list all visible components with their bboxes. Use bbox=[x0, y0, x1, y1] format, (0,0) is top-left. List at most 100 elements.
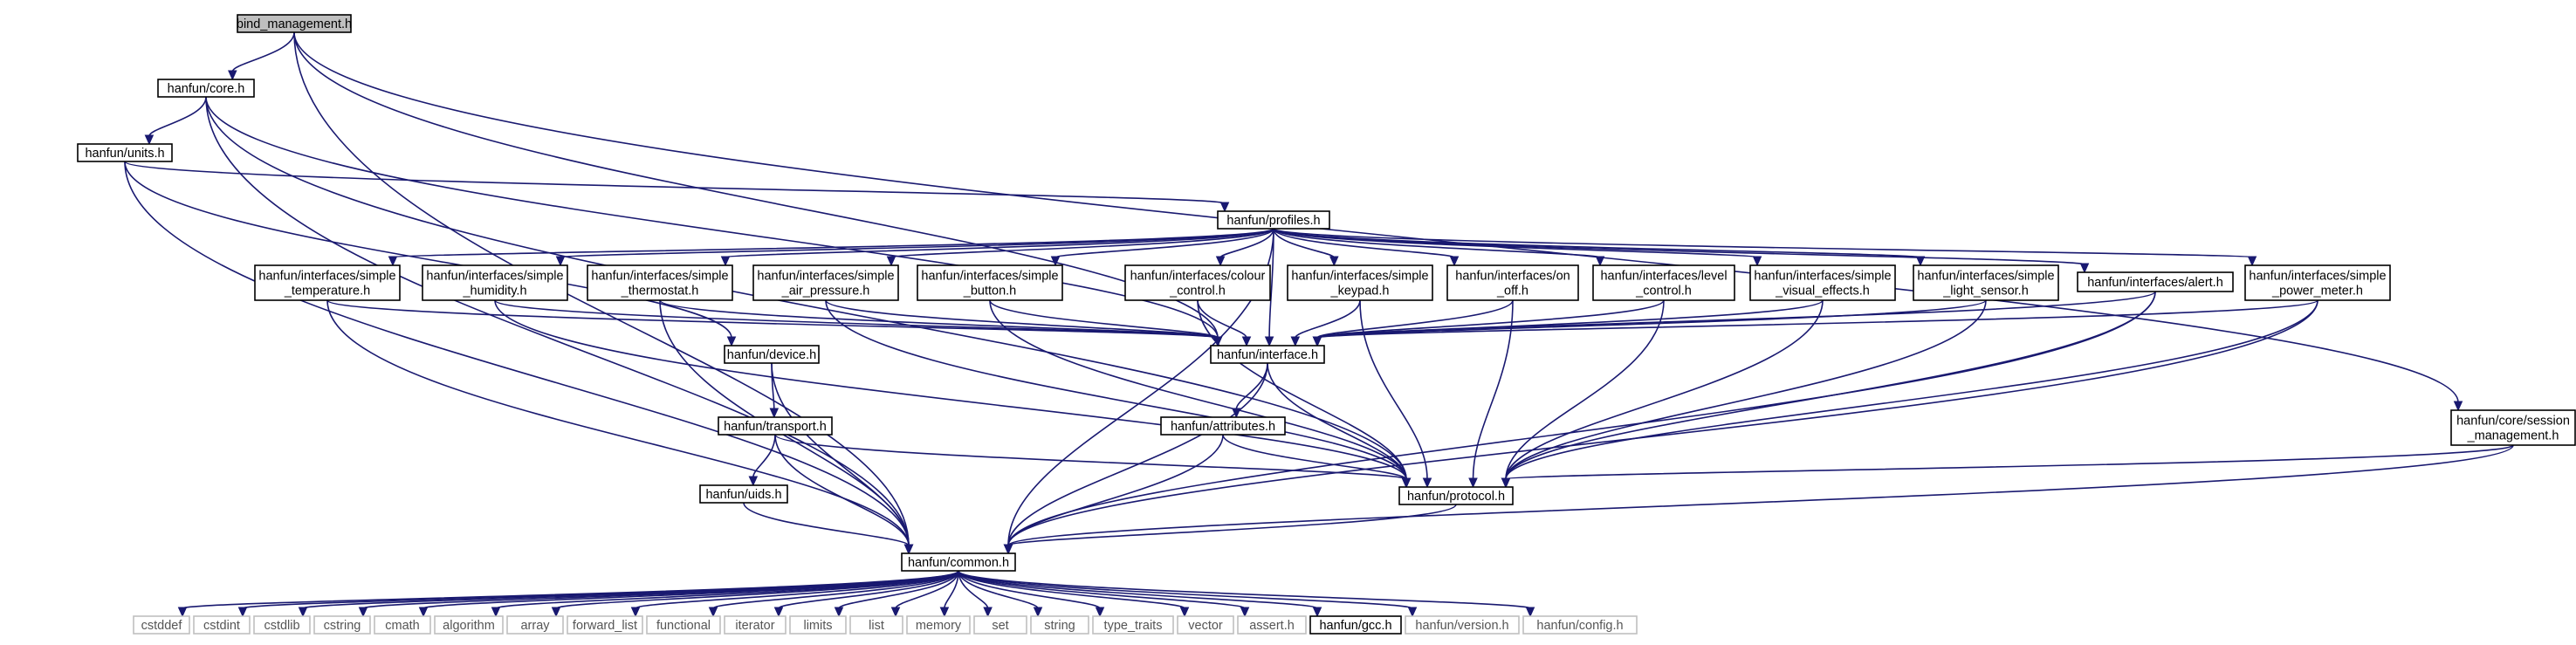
node-label: _management.h bbox=[2467, 429, 2559, 443]
edge-common-to-type_traits bbox=[958, 570, 1105, 618]
node-temperature[interactable]: hanfun/interfaces/simple_temperature.h bbox=[254, 264, 401, 301]
edge-session-to-common bbox=[1003, 444, 2514, 555]
node-label: hanfun/common.h bbox=[908, 556, 1009, 570]
node-assert[interactable]: assert.h bbox=[1237, 615, 1307, 635]
node-label: limits bbox=[803, 619, 832, 633]
node-label: hanfun/attributes.h bbox=[1171, 420, 1275, 434]
edge-attributes-to-protocol bbox=[1222, 434, 1412, 489]
edge-visual-to-interface bbox=[1312, 299, 1824, 347]
node-label: string bbox=[1044, 619, 1075, 633]
node-config[interactable]: hanfun/config.h bbox=[1522, 615, 1638, 635]
node-cstdint[interactable]: cstdint bbox=[193, 615, 251, 635]
edge-units-to-device bbox=[124, 161, 737, 347]
edge-common-to-limits bbox=[834, 570, 959, 618]
node-air-pressure[interactable]: hanfun/interfaces/simple_air_pressure.h bbox=[752, 264, 899, 301]
node-label: hanfun/units.h bbox=[85, 147, 164, 161]
node-button[interactable]: hanfun/interfaces/simple_button.h bbox=[917, 264, 1063, 301]
node-memory[interactable]: memory bbox=[906, 615, 971, 635]
node-label: _light_sensor.h bbox=[1942, 284, 2029, 298]
node-forward-list[interactable]: forward_list bbox=[567, 615, 643, 635]
edge-common-to-memory bbox=[939, 570, 959, 618]
edge-keypad-to-interface bbox=[1290, 299, 1361, 347]
edge-common-to-gcc bbox=[958, 570, 1322, 618]
edge-session-to-protocol bbox=[1501, 444, 2514, 489]
node-light[interactable]: hanfun/interfaces/simple_light_sensor.h bbox=[1913, 264, 2059, 301]
node-label: hanfun/device.h bbox=[727, 348, 816, 362]
node-label: _humidity.h bbox=[462, 284, 526, 298]
node-list[interactable]: list bbox=[849, 615, 903, 635]
node-keypad[interactable]: hanfun/interfaces/simple_keypad.h bbox=[1287, 264, 1433, 301]
node-protocol[interactable]: hanfun/protocol.h bbox=[1398, 486, 1514, 505]
node-label: _air_pressure.h bbox=[781, 284, 870, 298]
node-version[interactable]: hanfun/version.h bbox=[1405, 615, 1520, 635]
node-core[interactable]: hanfun/core.h bbox=[157, 79, 255, 98]
edge-power-to-interface bbox=[1312, 299, 2318, 347]
edge-root-to-core bbox=[228, 31, 295, 81]
node-transport[interactable]: hanfun/transport.h bbox=[718, 416, 833, 436]
node-profiles[interactable]: hanfun/profiles.h bbox=[1217, 210, 1330, 230]
edge-profiles-to-visual bbox=[1273, 228, 1762, 267]
edge-light-to-protocol bbox=[1501, 299, 1987, 489]
node-set[interactable]: set bbox=[973, 615, 1027, 635]
edge-protocol-to-common bbox=[1003, 504, 1457, 555]
node-label: cstring bbox=[324, 619, 361, 633]
edge-common-to-set bbox=[958, 570, 993, 618]
node-string[interactable]: string bbox=[1030, 615, 1089, 635]
node-type-traits[interactable]: type_traits bbox=[1092, 615, 1174, 635]
node-humidity[interactable]: hanfun/interfaces/simple_humidity.h bbox=[422, 264, 568, 301]
node-label: hanfun/interfaces/simple bbox=[2249, 269, 2386, 283]
node-interface[interactable]: hanfun/interface.h bbox=[1210, 345, 1325, 364]
node-label: hanfun/interfaces/simple bbox=[1754, 269, 1891, 283]
node-label: type_traits bbox=[1104, 619, 1163, 633]
node-attributes[interactable]: hanfun/attributes.h bbox=[1160, 416, 1286, 436]
edge-common-to-iterator bbox=[773, 570, 959, 618]
node-functional[interactable]: functional bbox=[646, 615, 721, 635]
node-label: hanfun/interfaces/on bbox=[1455, 269, 1570, 283]
edge-common-to-assert bbox=[958, 570, 1250, 618]
edge-profiles-to-on_off bbox=[1273, 228, 1460, 267]
edge-colour-to-interface bbox=[1197, 299, 1252, 347]
edge-attributes-to-common bbox=[1003, 434, 1224, 555]
node-visual[interactable]: hanfun/interfaces/simple_visual_effects.… bbox=[1749, 264, 1896, 301]
node-label: cstdint bbox=[203, 619, 240, 633]
node-units[interactable]: hanfun/units.h bbox=[77, 143, 173, 162]
node-root[interactable]: bind_management.h bbox=[237, 14, 352, 33]
node-power[interactable]: hanfun/interfaces/simple_power_meter.h bbox=[2244, 264, 2391, 301]
edge-interface-to-protocol bbox=[1267, 362, 1412, 489]
node-limits[interactable]: limits bbox=[789, 615, 847, 635]
edge-common-to-forward_list bbox=[630, 570, 959, 618]
node-algorithm[interactable]: algorithm bbox=[434, 615, 504, 635]
node-label: hanfun/interfaces/simple bbox=[258, 269, 395, 283]
node-label: hanfun/interfaces/simple bbox=[921, 269, 1058, 283]
node-on-off[interactable]: hanfun/interfaces/on_off.h bbox=[1446, 264, 1579, 301]
edge-profiles-to-air_pressure bbox=[886, 228, 1274, 267]
node-label: hanfun/interfaces/simple bbox=[591, 269, 728, 283]
node-cstring[interactable]: cstring bbox=[313, 615, 371, 635]
node-thermostat[interactable]: hanfun/interfaces/simple_thermostat.h bbox=[587, 264, 733, 301]
node-label: hanfun/interfaces/alert.h bbox=[2087, 276, 2223, 290]
node-device[interactable]: hanfun/device.h bbox=[724, 345, 820, 364]
node-alert[interactable]: hanfun/interfaces/alert.h bbox=[2077, 271, 2234, 292]
node-label: _thermostat.h bbox=[621, 284, 699, 298]
node-session[interactable]: hanfun/core/session_management.h bbox=[2450, 409, 2576, 446]
node-common[interactable]: hanfun/common.h bbox=[901, 552, 1016, 572]
node-label: hanfun/interfaces/simple bbox=[1917, 269, 2054, 283]
node-label: hanfun/uids.h bbox=[705, 488, 781, 502]
node-vector[interactable]: vector bbox=[1177, 615, 1234, 635]
node-iterator[interactable]: iterator bbox=[724, 615, 787, 635]
node-cmath[interactable]: cmath bbox=[374, 615, 431, 635]
edge-interface-to-attributes bbox=[1232, 362, 1268, 419]
node-uids[interactable]: hanfun/uids.h bbox=[699, 484, 788, 504]
edge-profiles-to-temperature bbox=[388, 228, 1274, 267]
edge-common-to-algorithm bbox=[491, 570, 959, 618]
node-gcc[interactable]: hanfun/gcc.h bbox=[1309, 615, 1402, 635]
node-level[interactable]: hanfun/interfaces/level_control.h bbox=[1592, 264, 1735, 301]
node-cstddef[interactable]: cstddef bbox=[133, 615, 190, 635]
node-label: array bbox=[520, 619, 550, 633]
node-colour[interactable]: hanfun/interfaces/colour_control.h bbox=[1124, 264, 1271, 301]
edge-profiles-to-colour bbox=[1215, 228, 1274, 267]
node-cstdlib[interactable]: cstdlib bbox=[253, 615, 311, 635]
node-label: _control.h bbox=[1635, 284, 1692, 298]
node-array[interactable]: array bbox=[506, 615, 564, 635]
node-label: functional bbox=[656, 619, 711, 633]
